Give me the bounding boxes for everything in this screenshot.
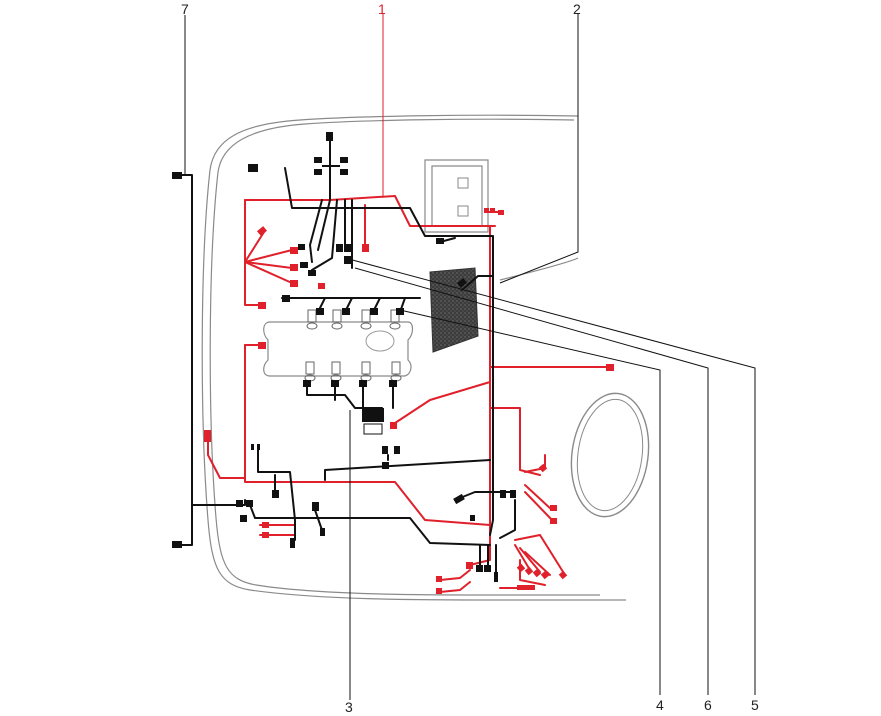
engine-block	[263, 321, 414, 377]
relay-box-outline	[424, 159, 489, 233]
callout-3-label: 3	[345, 699, 353, 715]
callout-1-label: 1	[378, 1, 386, 17]
callout-7-bracket	[174, 15, 241, 546]
black-connectors	[172, 132, 516, 582]
coil-row-bottom	[304, 361, 402, 382]
leader-lines	[344, 14, 756, 700]
coil-row-top	[306, 309, 401, 330]
callout-7-label: 7	[181, 1, 189, 17]
red-main-harness	[207, 195, 611, 593]
red-connectors	[204, 208, 614, 594]
battery	[429, 267, 479, 353]
black-main-harness	[194, 139, 516, 576]
engine-compartment-outline	[201, 114, 626, 601]
callout-5-label: 5	[751, 697, 759, 713]
callout-labels: 7 1 2 3 4 6 5	[181, 1, 759, 715]
callout-2-label: 2	[573, 1, 581, 17]
wheel-arch	[570, 392, 650, 518]
callout-6-label: 6	[704, 697, 712, 713]
callout-4-label: 4	[656, 697, 664, 713]
